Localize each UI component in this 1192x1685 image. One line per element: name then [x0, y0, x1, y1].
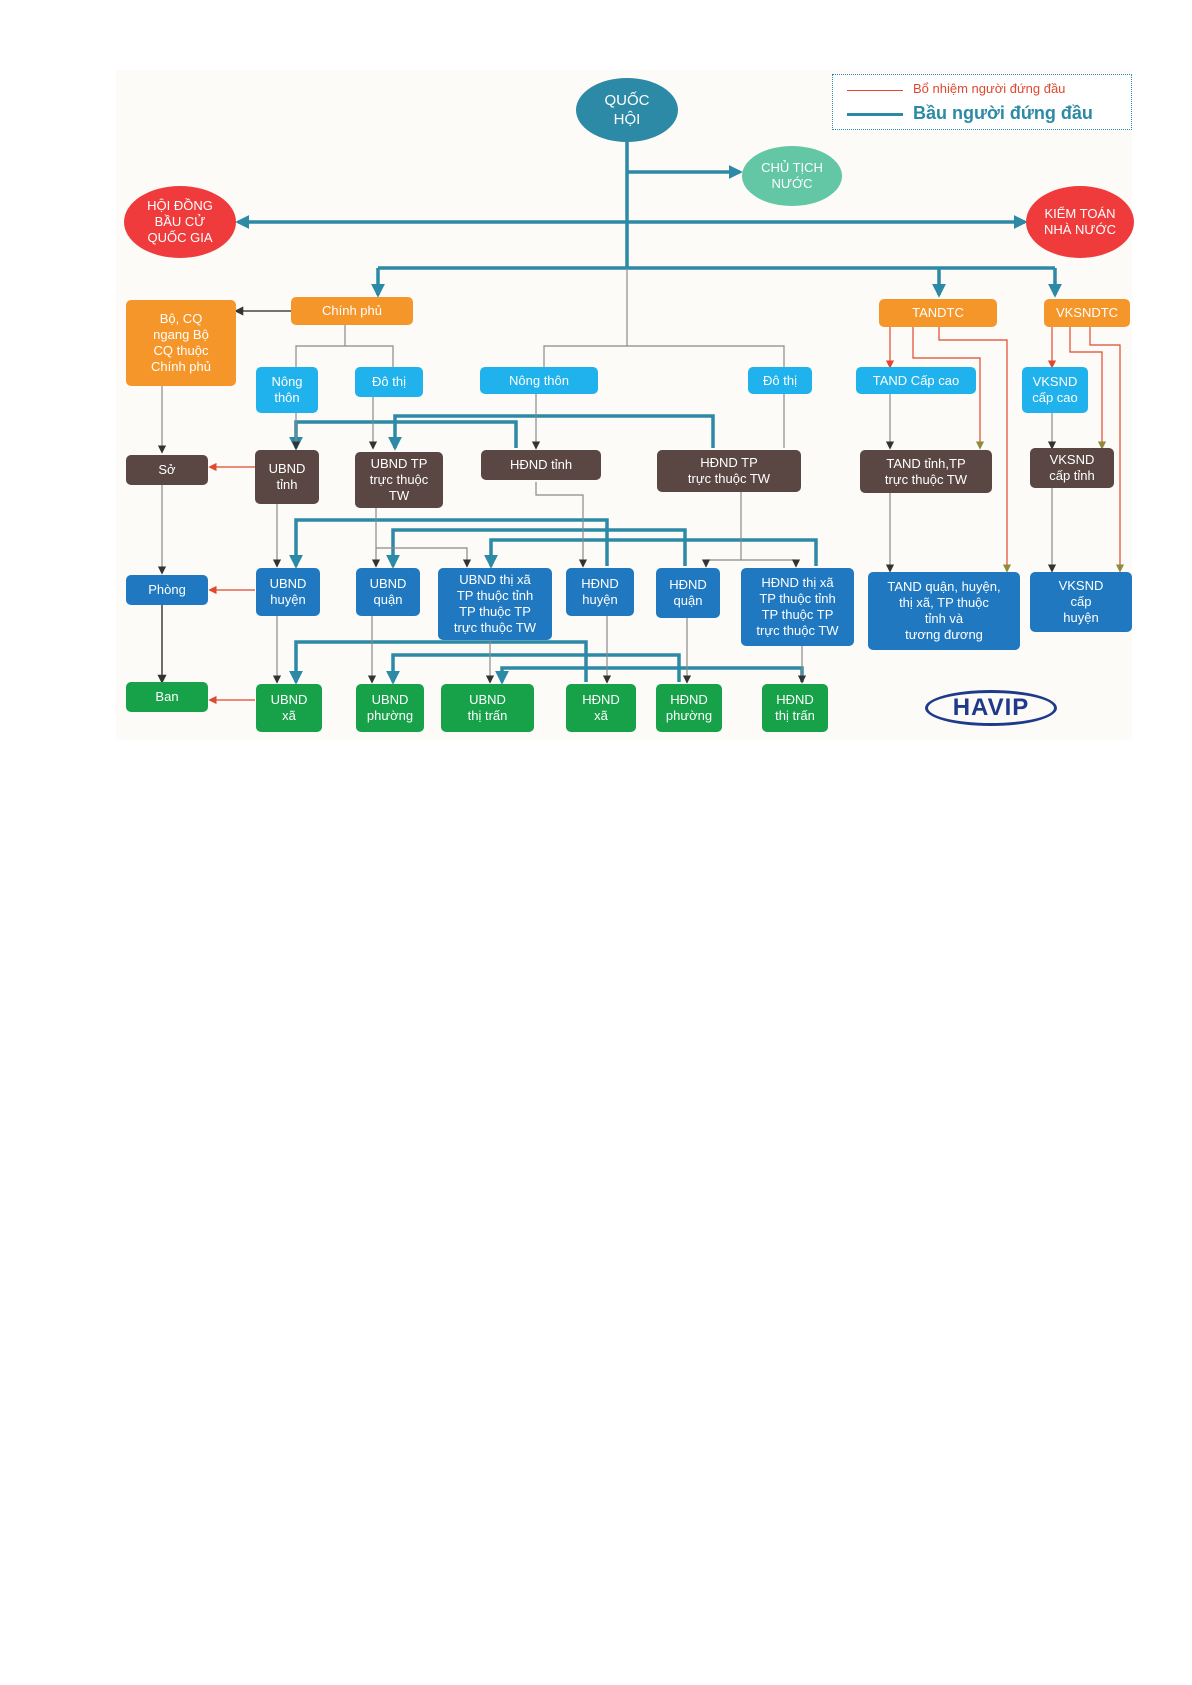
node-vksnd-tinh: VKSND cấp tỉnh — [1030, 448, 1114, 488]
line-hdnd-thixa-ubnd-thixa — [484, 538, 818, 569]
node-so: Sở — [126, 455, 208, 485]
node-hdnd-tinh: HĐND tỉnh — [481, 450, 601, 480]
node-hdnd-xa: HĐND xã — [566, 684, 636, 732]
node-ban: Ban — [126, 682, 208, 712]
line-cp-split — [295, 320, 346, 367]
line-qh-local-split-right — [627, 345, 785, 367]
legend-appoint-swatch — [847, 90, 903, 91]
node-do-thi-2: Đô thị — [748, 367, 812, 394]
line-hdnd-huyen-ubnd-huyen — [289, 518, 609, 569]
node-phong: Phòng — [126, 575, 208, 605]
node-vksnd-cap-cao: VKSND cấp cao — [1022, 367, 1088, 413]
node-vksnd-huyen: VKSND cấp huyện — [1030, 572, 1132, 632]
line-vksndtc-tinh — [1069, 327, 1107, 450]
node-do-thi-1: Đô thị — [355, 367, 423, 397]
legend-elect-swatch — [847, 113, 903, 116]
node-tand-quan: TAND quận, huyện, thị xã, TP thuộc tỉnh … — [868, 572, 1020, 650]
line-hdndtinh-huyen — [535, 482, 588, 568]
node-bo-cq: Bộ, CQ ngang Bộ CQ thuộc Chính phủ — [126, 300, 236, 386]
node-ubnd-thi-tran: UBND thị trấn — [441, 684, 534, 732]
node-nong-thon-2: Nông thôn — [480, 367, 598, 394]
line-qh-local-split — [543, 268, 628, 367]
node-kiem-toan: KIỂM TOÁN NHÀ NƯỚC — [1026, 186, 1134, 258]
node-quoc-hoi: QUỐC HỘI — [576, 78, 678, 142]
node-ubnd-quan: UBND quận — [356, 568, 420, 616]
line-ubndtp-thixa — [376, 547, 472, 568]
line-tandtc-quan — [938, 327, 1012, 573]
node-ubnd-huyen: UBND huyện — [256, 568, 320, 616]
line-hdnd-tinh-ubnd-tinh — [289, 420, 518, 451]
line-tandtc-tinh — [912, 327, 985, 450]
havip-logo: HAVIP — [925, 690, 1057, 726]
node-hdnd-thi-tran: HĐND thị trấn — [762, 684, 828, 732]
node-ubnd-thi-xa: UBND thị xã TP thuộc tỉnh TP thuộc TP tr… — [438, 568, 552, 640]
node-ubnd-phuong: UBND phường — [356, 684, 424, 732]
node-nong-thon-1: Nông thôn — [256, 367, 318, 413]
line-cp-split-right — [345, 345, 394, 367]
node-tand-tinh: TAND tỉnh,TP trực thuộc TW — [860, 450, 992, 493]
legend-elect-label: Bầu người đứng đầu — [913, 103, 1093, 123]
node-tandtc: TANDTC — [879, 299, 997, 327]
node-ubnd-tp-tw: UBND TP trực thuộc TW — [355, 452, 443, 508]
legend-appoint-label: Bổ nhiệm người đứng đầu — [913, 81, 1066, 96]
line-hdnd-xa-ubnd-xa — [289, 640, 588, 685]
node-hdnd-tp-tw: HĐND TP trực thuộc TW — [657, 450, 801, 492]
node-hdnd-thi-xa: HĐND thị xã TP thuộc tỉnh TP thuộc TP tr… — [741, 568, 854, 646]
node-chu-tich-nuoc: CHỦ TỊCH NƯỚC — [742, 146, 842, 206]
node-hoi-dong-bau-cu: HỘI ĐỒNG BẦU CỬ QUỐC GIA — [124, 186, 236, 258]
line-hdnd-thitran-ubnd-thitran — [495, 666, 804, 685]
line-vksndtc-huyen — [1089, 327, 1125, 573]
node-vksndtc: VKSNDTC — [1044, 299, 1130, 327]
line-hdndtp-thixa — [741, 559, 801, 568]
node-ubnd-xa: UBND xã — [256, 684, 322, 732]
node-hdnd-quan: HĐND quận — [656, 568, 720, 618]
line-hdnd-tp-ubnd-tp — [388, 414, 715, 451]
node-hdnd-phuong: HĐND phường — [656, 684, 722, 732]
node-ubnd-tinh: UBND tỉnh — [255, 450, 319, 504]
node-tand-cap-cao: TAND Cấp cao — [856, 367, 976, 394]
legend: Bổ nhiệm người đứng đầu Bầu người đứng đ… — [832, 74, 1132, 130]
line-hdndtp-quan — [701, 490, 742, 568]
node-chinh-phu: Chính phủ — [291, 297, 413, 325]
node-hdnd-huyen: HĐND huyện — [566, 568, 634, 616]
